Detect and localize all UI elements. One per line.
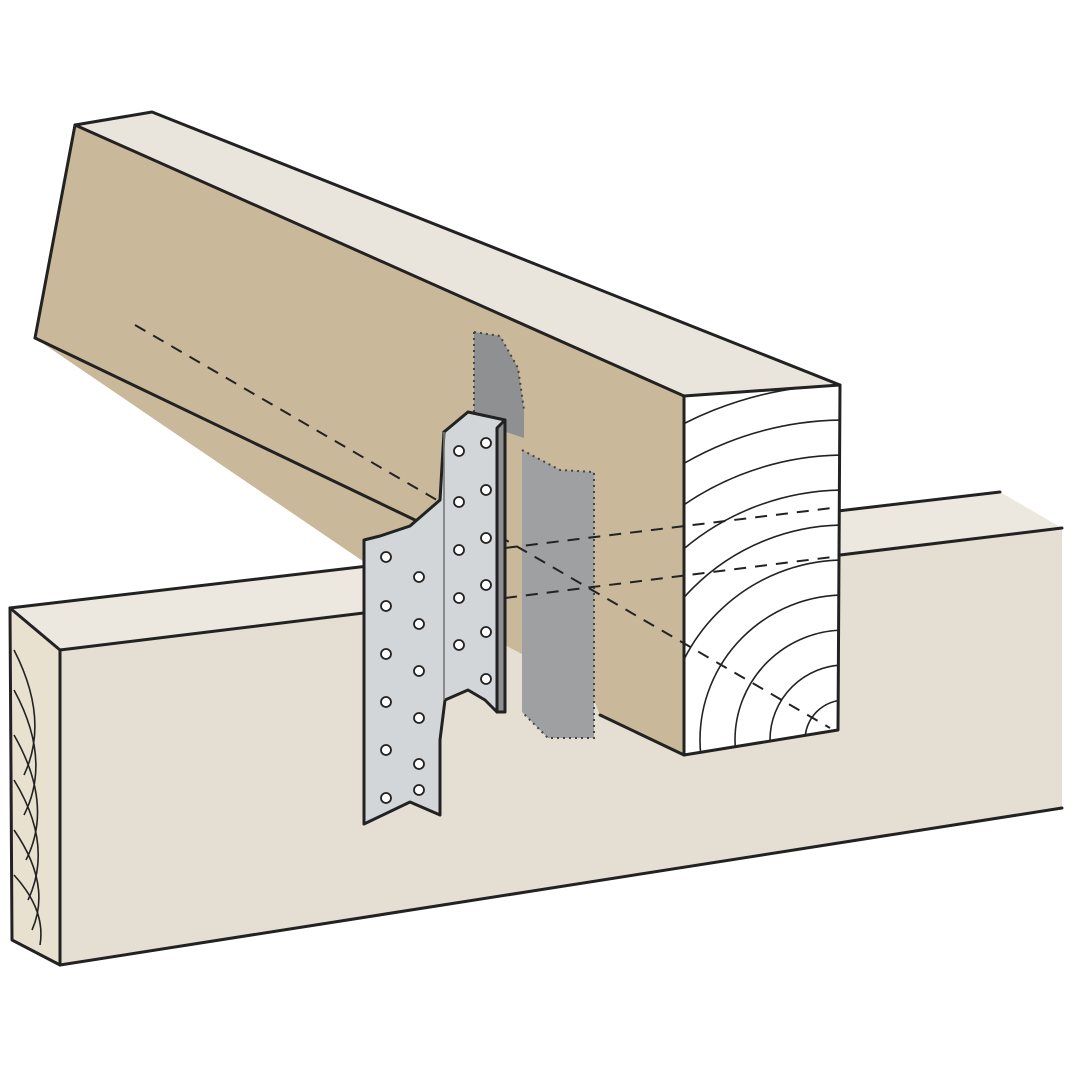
- nail-hole: [480, 673, 492, 685]
- hidden-flange-upper: [474, 332, 524, 438]
- hidden-line-upper: [504, 506, 841, 549]
- upper-beam: [33, 110, 842, 757]
- nail-hole: [480, 626, 492, 638]
- nail-hole: [413, 758, 425, 770]
- nail-hole: [380, 648, 392, 660]
- nail-hole: [453, 496, 465, 508]
- nail-hole: [480, 532, 492, 544]
- perforated-bracket: [362, 410, 507, 826]
- nail-hole: [380, 551, 392, 563]
- nail-hole: [380, 744, 392, 756]
- nail-hole: [453, 544, 465, 556]
- nail-hole: [453, 639, 465, 651]
- nail-hole: [413, 712, 425, 724]
- hidden-flange-lower: [522, 450, 594, 738]
- nail-hole: [413, 571, 425, 583]
- bracket-plate: [364, 412, 505, 824]
- upper-beam-end-face: [684, 385, 840, 755]
- nail-hole: [413, 784, 425, 796]
- hidden-line-lower: [504, 555, 841, 599]
- nail-hole: [380, 696, 392, 708]
- lower-beam-end-grain: [13, 649, 42, 946]
- upper-beam-top-face: [75, 112, 840, 396]
- nail-hole: [480, 437, 492, 449]
- nail-hole: [480, 579, 492, 591]
- nail-hole: [413, 665, 425, 677]
- nail-hole: [380, 792, 392, 804]
- bracket-edge: [497, 420, 505, 712]
- nail-hole: [480, 484, 492, 496]
- bracket-holes-right: [453, 437, 492, 685]
- bracket-holes-left: [380, 551, 425, 804]
- nail-hole: [453, 445, 465, 457]
- nail-hole: [413, 618, 425, 630]
- upper-beam-side-face: [35, 125, 684, 755]
- nail-hole: [380, 600, 392, 612]
- nail-hole: [453, 592, 465, 604]
- hidden-bracket-flanges: [473, 331, 595, 739]
